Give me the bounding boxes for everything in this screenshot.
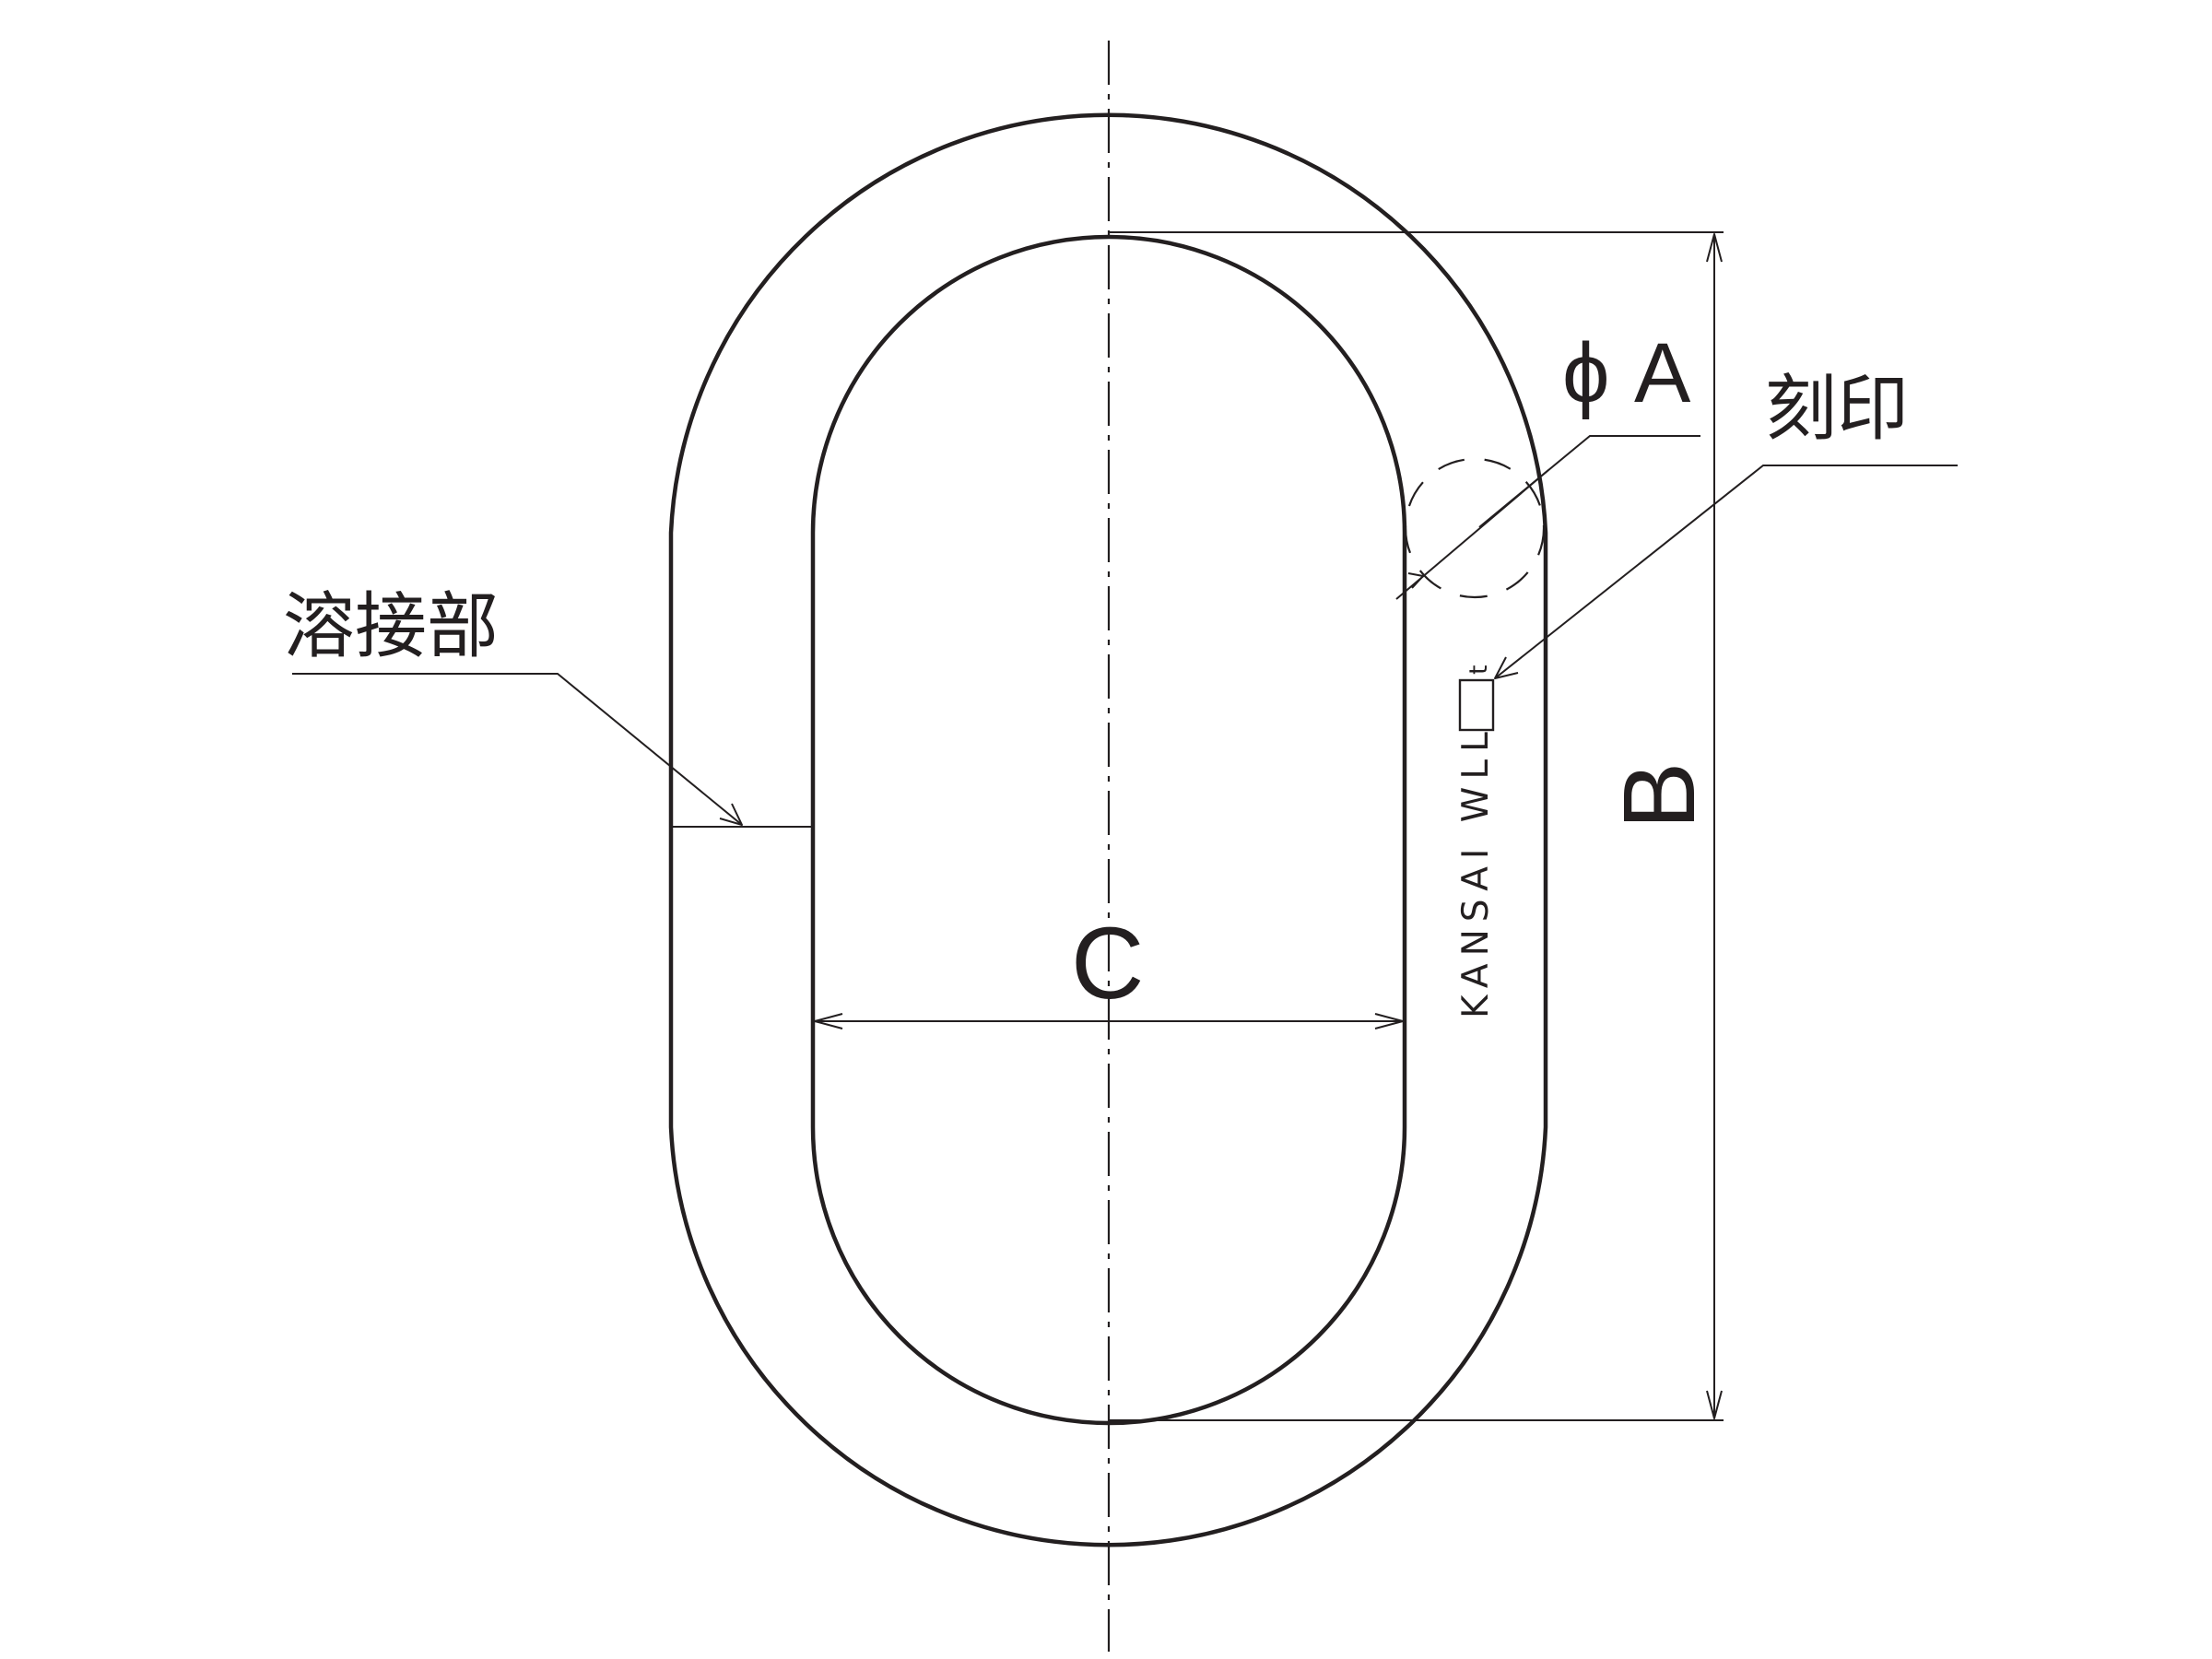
phi-a-leader <box>1478 435 1700 528</box>
diameter-letter: A <box>1634 326 1691 420</box>
c-arrow-left <box>814 1013 843 1030</box>
stamp-leader-arrow <box>1494 656 1519 679</box>
stamp-unit: t <box>1465 665 1493 675</box>
weld-leader-arrow <box>719 803 743 826</box>
b-arrow-bottom <box>1706 1390 1723 1419</box>
stamp-value-box <box>1458 678 1495 732</box>
link-outer-contour <box>668 112 1548 1547</box>
link-inner-contour <box>810 234 1407 1426</box>
stamp-text: KANSAI WLL <box>1455 724 1497 1018</box>
weld-leader <box>292 673 743 826</box>
phi-a-arrow <box>1407 572 1424 589</box>
diameter-symbol: ϕ <box>1562 326 1610 420</box>
b-arrow-top <box>1706 233 1723 263</box>
stamp-leader <box>1494 465 1958 679</box>
weld-label: 溶接部 <box>283 585 499 668</box>
stamp-label: 刻印 <box>1765 368 1909 451</box>
c-arrow-right <box>1374 1013 1404 1030</box>
wire-section-circle <box>1404 457 1546 599</box>
length-letter: B <box>1603 762 1716 830</box>
width-letter: C <box>1071 907 1144 1020</box>
